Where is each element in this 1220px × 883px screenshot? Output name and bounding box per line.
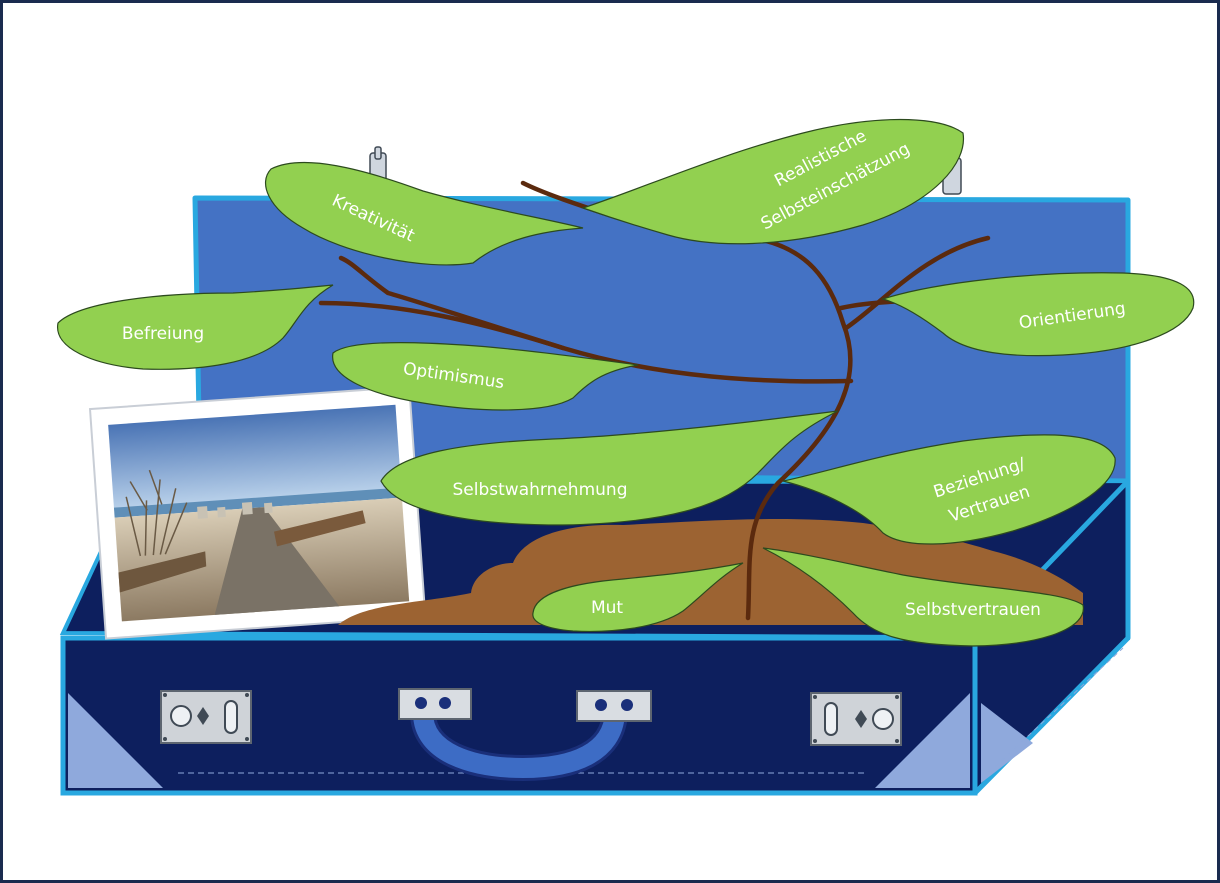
suitcase-lock-left: [160, 690, 252, 744]
leaf-befreiung: Befreiung: [57, 284, 334, 370]
beach-photo: [88, 385, 427, 640]
leaf-optimismus: Optimismus: [332, 342, 639, 411]
leaf-orientierung: Orientierung: [880, 272, 1195, 357]
lid-hinge-left: [369, 146, 387, 182]
suitcase-lock-right: [810, 692, 902, 746]
front-corner-triangle-left: [68, 693, 163, 788]
leaf-label-befreiung: Befreiung: [122, 324, 204, 344]
suitcase-handle: [398, 688, 652, 782]
leaf-mut: Mut: [532, 562, 744, 632]
leaf-beziehung-vertrauen: Beziehung/ Vertrauen: [782, 434, 1116, 545]
leaf-kreativitaet: Kreativität: [264, 161, 584, 266]
side-corner-triangle: [981, 703, 1033, 783]
leaf-selbstwahrnehmung: Selbstwahrnehmung: [380, 410, 839, 526]
leaf-selbstvertrauen: Selbstvertrauen: [762, 547, 1084, 647]
leaf-label-mut: Mut: [591, 598, 623, 618]
suitcase-tree-diagram: Kreativität Realistische Selbsteinschätz…: [57, 118, 1195, 796]
leaf-label-selbstvertrauen: Selbstvertrauen: [905, 600, 1041, 620]
leaf-label-selbstwahrnehmung: Selbstwahrnehmung: [453, 480, 628, 500]
front-corner-triangle-right: [875, 693, 970, 788]
